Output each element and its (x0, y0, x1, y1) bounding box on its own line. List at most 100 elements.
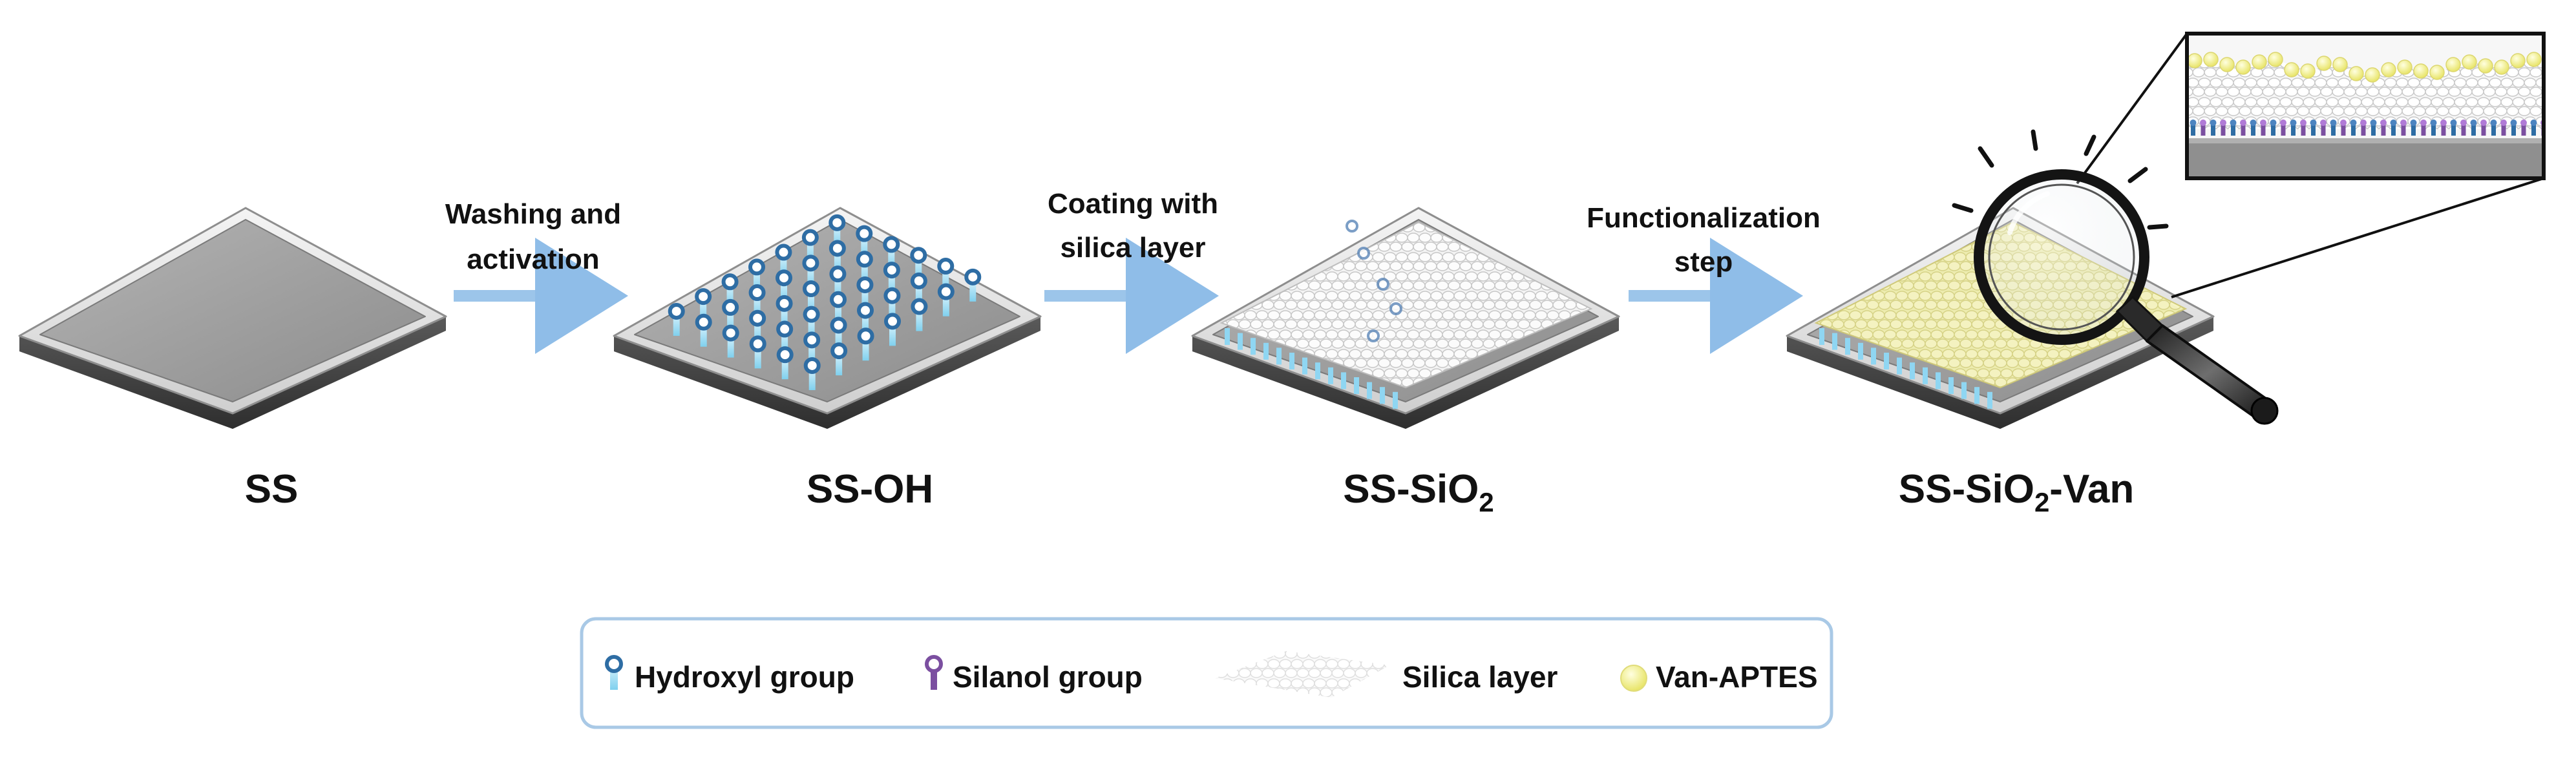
hydroxyl-group (856, 251, 873, 284)
step-coating: Coating with silica layer (1044, 188, 1219, 354)
inset-van (2235, 59, 2251, 75)
tray-base (1192, 316, 1619, 429)
inset-van (2526, 52, 2542, 67)
inset-silanol (2391, 124, 2396, 136)
tray-base (1787, 316, 2213, 429)
inset-silanol (2491, 124, 2496, 136)
stem (1263, 342, 1269, 360)
inset-van (2445, 57, 2461, 72)
inset-van (2510, 53, 2526, 68)
step-label-line2: step (1674, 246, 1733, 278)
hydroxyl-group (803, 357, 821, 390)
legend-box (580, 617, 1833, 729)
inset-silanol (2401, 124, 2406, 136)
step-label-line1: Coating with (1048, 188, 1218, 220)
hydroxyl-group (668, 302, 685, 336)
hydroxyl-group (857, 327, 874, 361)
inset-van (2494, 59, 2509, 75)
legend-label: Van-APTES (1656, 660, 1818, 694)
handle-cap (2250, 397, 2279, 425)
stem (1884, 353, 1889, 369)
hydroxyl-group (722, 298, 739, 332)
silanol-marker (1377, 278, 1389, 291)
inset-silanol (2511, 124, 2516, 136)
inset-silanol (2421, 124, 2426, 136)
legend-label: Silica layer (1402, 660, 1557, 694)
hydroxyl-group (830, 291, 847, 324)
stem (1845, 338, 1850, 355)
stem (1871, 347, 1876, 365)
inset-silanol (2311, 124, 2316, 136)
inset-silanol-head (2410, 119, 2417, 126)
inset-silanol (2371, 124, 2376, 136)
step-washing: Washing and activation (445, 198, 628, 354)
inset-silanol (2291, 124, 2296, 136)
hydroxyl-group (776, 269, 792, 303)
legend-label: Hydroxyl group (635, 660, 854, 694)
inset-van (2300, 63, 2316, 79)
inset-van (2203, 52, 2219, 67)
inset-van (2381, 62, 2396, 78)
inset-silanol-head (2400, 119, 2407, 126)
inset-van (2478, 58, 2493, 74)
inset-silanol-head (2470, 119, 2477, 126)
hydroxyl-group (910, 272, 927, 306)
stem (1328, 367, 1333, 384)
hydroxyl-group (803, 331, 821, 365)
hydroxyl-group (722, 324, 739, 358)
stem (1302, 357, 1307, 375)
hydroxyl-group (748, 258, 765, 292)
inset-silanol (2471, 124, 2476, 136)
stem (1961, 382, 1967, 399)
hydroxyl-group (884, 313, 901, 346)
inset-silanol (2351, 124, 2356, 136)
inset-silanol (2481, 124, 2486, 136)
stage-label-ss: SS (245, 467, 299, 512)
inset-silanol-head (2240, 119, 2246, 126)
inset-van (2462, 54, 2477, 70)
tray-ss-oh (613, 207, 1042, 429)
inset-silanol-head (2230, 119, 2237, 126)
inset-silanol-head (2300, 119, 2307, 126)
hydroxyl-group (910, 247, 927, 280)
step-label-line1: Functionalization (1587, 202, 1821, 234)
inset-silanol (2381, 124, 2386, 136)
hydroxyl-group (856, 225, 873, 258)
inset-van (2268, 52, 2283, 67)
hydroxyl-group (883, 262, 900, 295)
stem (1238, 333, 1243, 350)
inset-silanol (2431, 124, 2436, 136)
hydroxyl-group (830, 316, 847, 350)
inset-silanol-head (2260, 119, 2266, 126)
hydroxyl-groups (668, 214, 982, 390)
hydroxyl-group (911, 298, 928, 331)
hydroxyl-group (695, 313, 712, 347)
hydroxyl-group (829, 214, 846, 247)
stem (1354, 377, 1359, 394)
inset-silanol (2211, 124, 2215, 136)
silanol-icon (925, 655, 943, 690)
stem (1832, 333, 1837, 350)
hydroxyl-group (829, 265, 847, 299)
hydroxyl-group (803, 306, 820, 339)
inset-silanol (2221, 124, 2226, 136)
hydroxyl-group (937, 283, 955, 316)
inset-silanol-head (2440, 119, 2447, 126)
inset-silanol-head (2530, 119, 2537, 126)
inset-silanol-head (2510, 119, 2517, 126)
inset-silanol (2201, 124, 2206, 136)
inset-silanol-head (2310, 119, 2317, 126)
stem (1948, 377, 1954, 394)
tray-base (19, 316, 446, 429)
inset-silica-layer (2187, 59, 2544, 129)
inset-silanol (2461, 124, 2466, 136)
hydroxyl-group (830, 342, 848, 376)
inset-frame (2185, 32, 2546, 180)
tray-ss-sio2 (1191, 207, 1620, 429)
inset-silanol-head (2460, 119, 2467, 126)
silanol-marker (1346, 220, 1358, 233)
inset-silanol-head (2360, 119, 2367, 126)
hydroxyl-group (883, 287, 901, 320)
inset-van (2349, 66, 2364, 81)
step-label-line1: Washing and (445, 198, 621, 230)
